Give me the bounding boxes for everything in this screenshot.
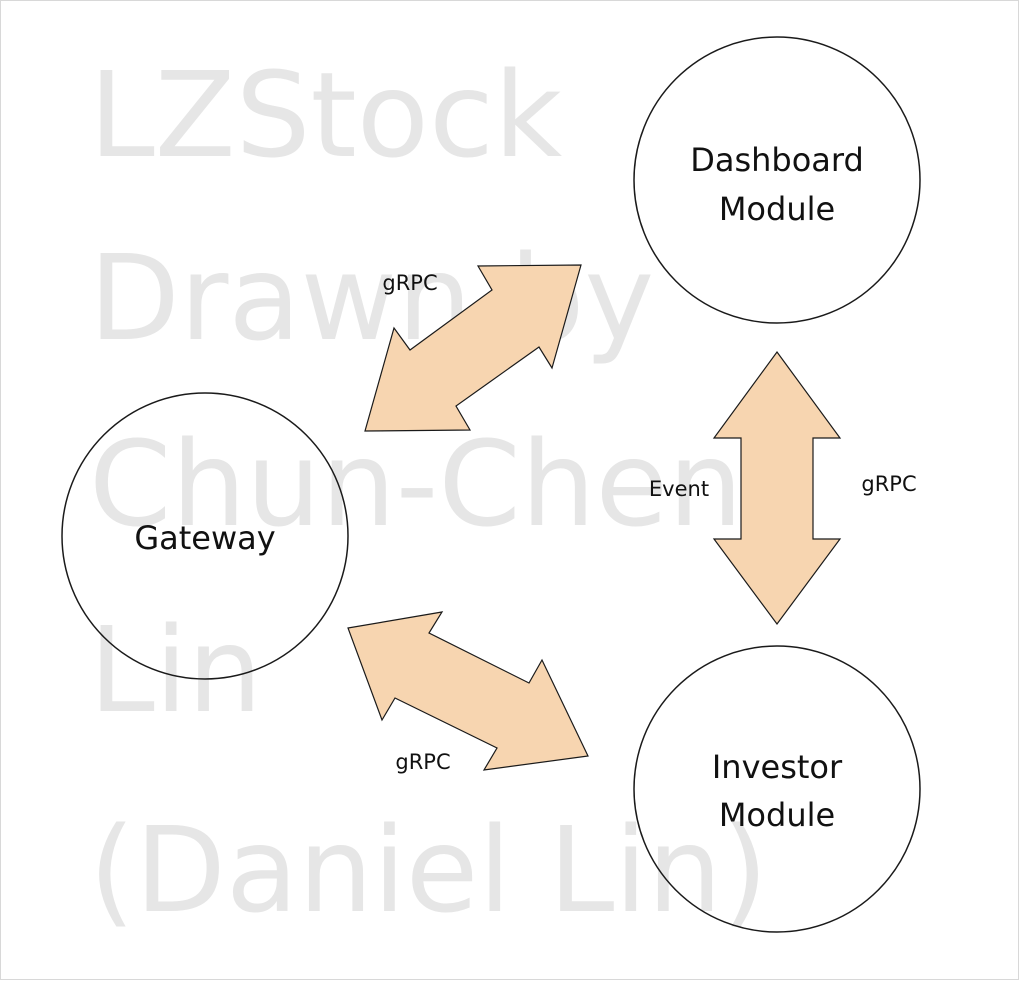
dashboard-module-label-line-2: Module [719,190,835,228]
watermark-line-4: Lin [89,601,262,739]
gateway-investor-arrow [347,611,589,771]
gateway-label: Gateway [134,519,275,557]
watermark-line-5: (Daniel Lin) [89,801,768,939]
dashboard-module-circle [633,36,921,324]
gateway-investor-edge-label: gRPC [395,750,450,774]
dashboard-investor-event-label: Event [649,477,709,501]
watermark-line-3: Chun-Cheng [89,415,818,553]
gateway-dashboard-arrow [364,264,582,432]
dashboard-investor-arrow [712,350,842,626]
dashboard-module-node: Dashboard Module [633,36,921,324]
dashboard-investor-grpc-label: gRPC [861,472,916,496]
dashboard-module-label-line-1: Dashboard [690,141,864,179]
investor-module-label-line-1: Investor [712,748,843,786]
investor-module-node: Investor Module [633,645,921,933]
gateway-circle [61,392,349,680]
investor-module-label-line-2: Module [719,796,835,834]
gateway-node: Gateway [61,392,349,680]
watermark-line-1: LZStock [89,46,562,184]
investor-module-circle [633,645,921,933]
gateway-dashboard-edge-label: gRPC [382,271,437,295]
